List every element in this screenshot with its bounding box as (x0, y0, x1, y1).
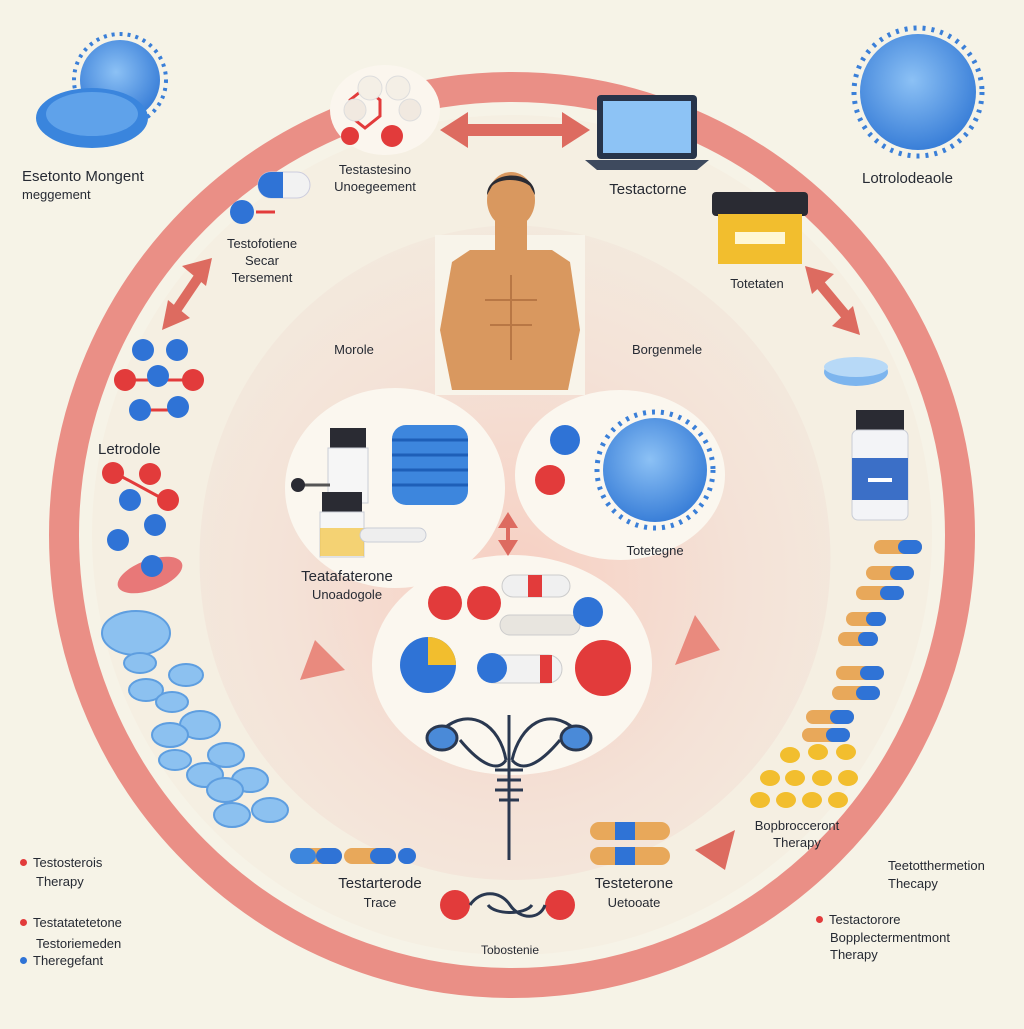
laptop-icon (585, 95, 709, 170)
label-right-lower-2: Therapy (773, 835, 821, 850)
virus-icon (594, 409, 716, 531)
label-top-left-sub: meggement (22, 187, 91, 202)
legend-dot-red (20, 919, 27, 926)
molecule-icon (341, 75, 422, 147)
label-bottom-center-right-2: Uetooate (607, 895, 661, 910)
legend-right-item-2: Testactorore (816, 912, 901, 927)
label-top-right-laptop: Testactorne (609, 181, 687, 198)
jar-icon (712, 192, 808, 264)
reproductive-system-icon (425, 715, 593, 860)
legend-left-item-3: Testoriemeden (36, 936, 122, 951)
legend-left-item-3-sub: Theregefant (20, 953, 103, 968)
molecule-icon (114, 339, 204, 421)
legend-right-item-1-sub: Thecapy (888, 876, 938, 891)
label-top-center-2: Unoegeement (334, 179, 416, 194)
double-arrow-icon (162, 258, 212, 330)
legend-right-item-2-sub2: Therapy (830, 947, 878, 962)
capsule-icon (400, 574, 631, 696)
label-top-center-1: Testastesino (338, 162, 412, 177)
legend-left-item-1: Testosterois (20, 855, 102, 870)
double-arrow-icon (805, 266, 860, 335)
legend-left-item-2: Testatatetetone (20, 915, 122, 930)
outer-ring (49, 72, 975, 998)
arrow-icon (300, 615, 735, 870)
label-inner-left: Morole (334, 342, 374, 357)
legend-left-item-1-sub: Therapy (36, 874, 84, 889)
legend-right-item-2-label: Testactorore (829, 912, 901, 927)
label-left-upper-2: Secar (245, 253, 279, 268)
label-top-right-virus: Lotrolodeaole (862, 170, 953, 187)
legend-left-item-2-label: Testatatetetone (33, 915, 122, 930)
label-inner-right-virus: Totetegne (626, 543, 684, 558)
legend-right-item-2-sub: Bopplectermentmont (830, 930, 950, 945)
label-right-lower-1: Bopbrocceront (754, 818, 840, 833)
label-left-mid: Letrodole (98, 441, 161, 458)
label-inner-center-1: Teatafaterone (301, 568, 393, 585)
legend-dot-red (20, 859, 27, 866)
label-inner-right: Borgenmele (631, 342, 703, 357)
label-left-upper-3: Tersement (231, 270, 293, 285)
person-icon (435, 172, 585, 395)
tablet-stack-icon (750, 744, 858, 808)
molecule-icon (550, 425, 580, 455)
label-top-left-title: Esetonto Mongent (22, 168, 144, 185)
virus-icon (851, 25, 985, 159)
capsule-icon (802, 540, 922, 742)
legend-dot-blue (20, 957, 27, 964)
label-bottom-center-right-1: Testeterone (594, 875, 674, 892)
double-arrow-icon (498, 512, 518, 556)
capsule-icon (290, 822, 670, 865)
tablet-stack-icon (392, 425, 468, 505)
label-inner-center-2: Unoadogole (311, 587, 383, 602)
legend-left-item-1-label: Testosterois (33, 855, 103, 870)
vial-icon (291, 428, 427, 558)
tablet-stack-icon (101, 610, 289, 828)
inner-zone (199, 225, 831, 880)
label-bottom-center-left-2: Trace (363, 895, 397, 910)
capsule-icon (230, 171, 311, 224)
molecule-icon (440, 890, 575, 920)
bottle-icon (851, 410, 909, 521)
legend-dot-red (816, 916, 823, 923)
double-arrow-icon (440, 112, 590, 148)
legend-right-item-1: Teetotthermetion (888, 858, 985, 873)
molecule-icon (102, 462, 183, 594)
label-left-upper-1: Testofotiene (226, 236, 298, 251)
label-bottom-center: Tobostenie (480, 943, 540, 957)
legend-left-item-3-label: Theregefant (33, 953, 104, 968)
molecule-icon (535, 465, 565, 495)
label-bottom-center-left-1: Testarterode (338, 875, 422, 892)
label-right-upper-jar: Totetaten (730, 276, 784, 291)
